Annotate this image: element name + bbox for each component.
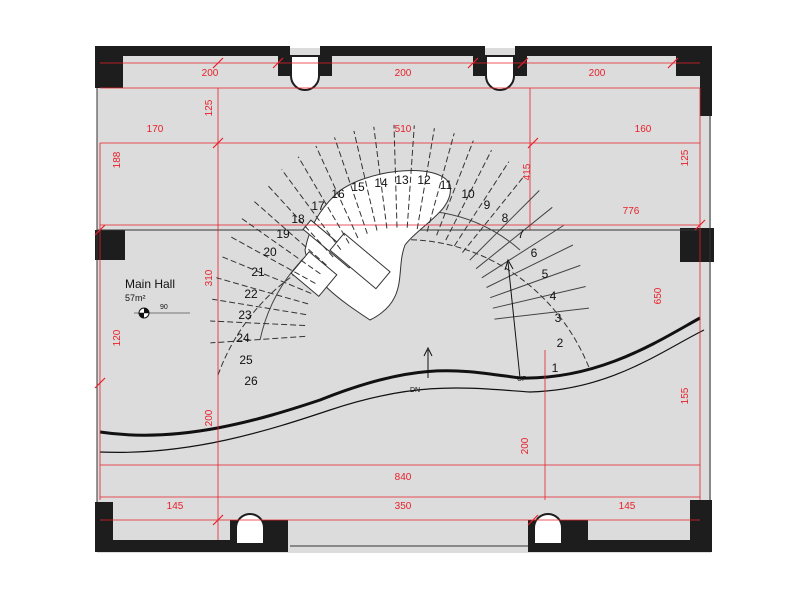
dim-total-width: 840 <box>395 472 412 483</box>
dim-top-mid: 200 <box>395 68 412 79</box>
dim-left-bottom: 200 <box>204 409 215 426</box>
dim-top-right: 200 <box>589 68 606 79</box>
stair-tread <box>469 190 540 261</box>
step-number-6: 6 <box>531 246 538 260</box>
dim-top-left: 200 <box>202 68 219 79</box>
stair-outline <box>217 170 591 376</box>
room-label: Main Hall 57m² 90 <box>125 277 190 319</box>
stair-tread <box>210 320 306 326</box>
dim-left-vertical-b: 188 <box>112 151 123 168</box>
step-number-2: 2 <box>557 336 564 350</box>
dim-upper-center: 510 <box>395 124 412 135</box>
up-label: UP <box>517 376 527 383</box>
dim-bottom-center: 350 <box>395 501 412 512</box>
dim-left-mid: 310 <box>204 269 215 286</box>
stair-tread <box>315 145 359 239</box>
stair-tread <box>453 161 510 247</box>
stair-tread <box>240 217 321 275</box>
level-marker-icon <box>134 307 190 319</box>
stair-tread <box>393 124 398 228</box>
dim-right-low: 155 <box>680 387 691 404</box>
stair-tread <box>426 133 455 232</box>
step-number-4: 4 <box>550 289 557 303</box>
curved-balustrade <box>99 316 701 437</box>
step-number-12: 12 <box>417 173 431 187</box>
step-number-17: 17 <box>311 199 325 213</box>
step-numbers: 1234567891011121314151617181920212223242… <box>236 173 563 388</box>
step-number-20: 20 <box>263 245 277 259</box>
stair-tread <box>212 298 307 316</box>
stair-tread <box>281 169 342 250</box>
step-number-5: 5 <box>542 267 549 281</box>
step-number-11: 11 <box>440 178 453 192</box>
stair-tread <box>210 335 306 344</box>
step-number-3: 3 <box>555 311 562 325</box>
stair-tread <box>266 183 334 258</box>
room-area: 57m² <box>125 293 146 303</box>
dimension-lines <box>94 57 706 540</box>
stair-tread <box>222 256 312 294</box>
down-label: DN <box>410 387 420 394</box>
dim-center-bottom: 200 <box>520 437 531 454</box>
dim-upper-right: 160 <box>635 124 652 135</box>
stair-treads <box>210 124 589 344</box>
step-number-25: 25 <box>239 353 253 367</box>
stair-tread <box>416 128 435 230</box>
dim-bottom-left: 145 <box>167 501 184 512</box>
stair-tread <box>492 286 586 309</box>
stair-tread <box>462 174 526 253</box>
dim-right-vertical-a: 125 <box>680 149 691 166</box>
stair-tread <box>230 236 316 284</box>
stair-tread <box>436 140 474 236</box>
stair-tread <box>490 264 581 299</box>
walls <box>95 46 714 552</box>
step-number-26: 26 <box>244 374 258 388</box>
step-number-23: 23 <box>238 308 252 322</box>
dim-right-width: 776 <box>623 206 640 217</box>
dim-stair-radius: 415 <box>522 163 533 180</box>
stair-tread <box>216 277 309 305</box>
dimension-texts: 200 200 200 170 510 160 125 188 125 415 … <box>112 68 691 512</box>
stair-tread <box>406 125 415 228</box>
step-number-22: 22 <box>244 287 258 301</box>
stair-tread <box>475 206 553 270</box>
dim-upper-left: 170 <box>147 124 164 135</box>
stair-tread <box>252 199 327 266</box>
stair-tread <box>494 307 589 320</box>
step-number-1: 1 <box>552 361 559 375</box>
dim-right-mid: 650 <box>653 287 664 304</box>
stair-tread <box>334 137 368 234</box>
direction-markers: DN UP <box>410 258 527 394</box>
step-number-19: 19 <box>276 227 290 241</box>
step-number-7: 7 <box>518 227 525 241</box>
stair-tread <box>373 126 388 229</box>
step-number-10: 10 <box>461 187 475 201</box>
stair-tread <box>353 130 378 231</box>
step-number-15: 15 <box>351 180 365 194</box>
stair-tread <box>486 244 574 288</box>
stair-tread <box>445 149 492 241</box>
step-number-9: 9 <box>484 198 491 212</box>
step-number-8: 8 <box>502 211 509 225</box>
stair-tread <box>297 156 350 244</box>
dim-left-low: 120 <box>112 329 123 346</box>
step-number-16: 16 <box>331 187 345 201</box>
step-number-14: 14 <box>374 176 388 190</box>
stair-tread <box>481 225 564 279</box>
room-name: Main Hall <box>125 277 175 291</box>
dim-left-vertical-a: 125 <box>204 99 215 116</box>
step-number-13: 13 <box>395 173 409 187</box>
step-number-18: 18 <box>291 212 305 226</box>
step-number-24: 24 <box>236 331 250 345</box>
floor-area <box>97 48 711 553</box>
step-number-21: 21 <box>251 265 265 279</box>
level-mark: 90 <box>160 304 168 311</box>
dim-bottom-right: 145 <box>619 501 636 512</box>
